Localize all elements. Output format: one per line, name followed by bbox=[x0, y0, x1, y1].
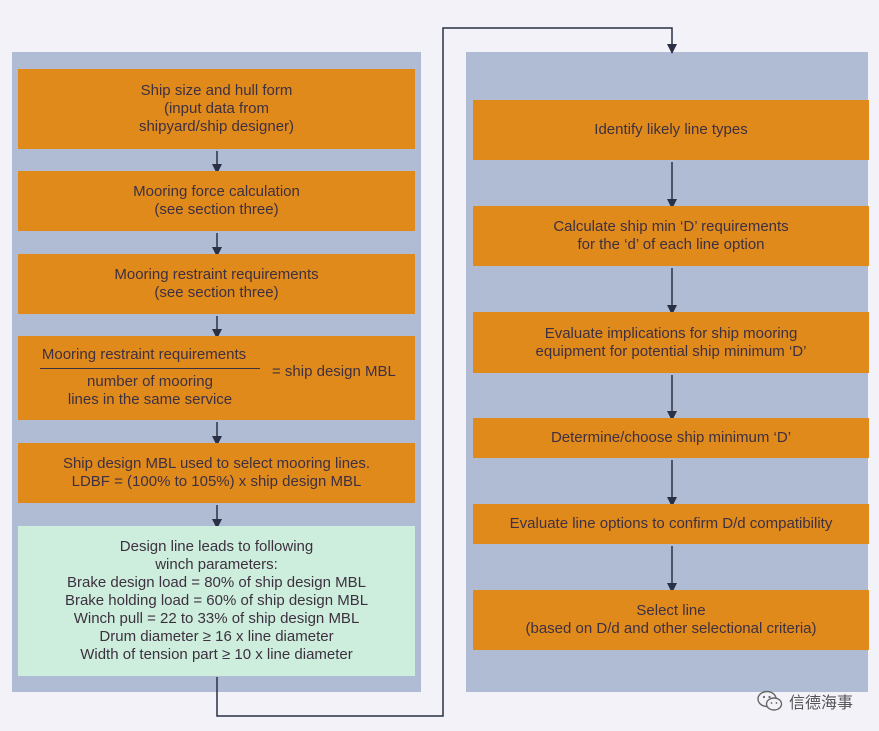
wechat-icon bbox=[757, 690, 783, 711]
fraction-numerator: Mooring restraint requirements bbox=[39, 346, 261, 369]
watermark: 信德海事 bbox=[757, 689, 853, 713]
mbl-select-line-1: Ship design MBL used to select mooring l… bbox=[62, 455, 371, 472]
winch-line-6: Drum diameter ≥ 16 x line diameter bbox=[99, 628, 334, 645]
mbl-formula-box: Mooring restraint requirements number of… bbox=[18, 336, 415, 420]
mooring-force-line-1: Mooring force calculation bbox=[133, 183, 300, 200]
restraint-requirements-box: Mooring restraint requirements (see sect… bbox=[18, 254, 415, 314]
select-line-2: (based on D/d and other selectional crit… bbox=[525, 620, 817, 637]
choose-min-d-box: Determine/choose ship minimum ‘D’ bbox=[473, 418, 869, 458]
winch-line-3: Brake design load = 80% of ship design M… bbox=[67, 574, 366, 591]
ship-size-line-1: Ship size and hull form bbox=[140, 82, 293, 99]
restraint-line-1: Mooring restraint requirements bbox=[114, 266, 319, 283]
choose-line-1: Determine/choose ship minimum ‘D’ bbox=[550, 429, 792, 446]
identify-line-1: Identify likely line types bbox=[594, 121, 748, 138]
ship-size-line-3: shipyard/ship designer) bbox=[138, 118, 295, 135]
evaluate-line-options-box: Evaluate line options to confirm D/d com… bbox=[473, 504, 869, 544]
winch-line-2: winch parameters: bbox=[155, 556, 278, 573]
calculate-line-1: Calculate ship min ‘D’ requirements bbox=[553, 218, 789, 235]
ship-size-box: Ship size and hull form (input data from… bbox=[18, 69, 415, 149]
winch-line-4: Brake holding load = 60% of ship design … bbox=[64, 592, 369, 609]
fraction-denominator: number of mooring lines in the same serv… bbox=[68, 369, 232, 409]
ship-size-line-2: (input data from bbox=[163, 100, 270, 117]
calculate-min-d-box: Calculate ship min ‘D’ requirements for … bbox=[473, 206, 869, 266]
winch-line-7: Width of tension part ≥ 10 x line diamet… bbox=[80, 646, 353, 663]
winch-parameters-box: Design line leads to following winch par… bbox=[18, 526, 415, 676]
watermark-text: 信德海事 bbox=[788, 693, 853, 712]
evaluate-options-line-1: Evaluate line options to confirm D/d com… bbox=[509, 515, 833, 532]
mbl-select-line-2: LDBF = (100% to 105%) x ship design MBL bbox=[71, 473, 362, 490]
evaluate-implications-box: Evaluate implications for ship mooring e… bbox=[473, 312, 869, 373]
identify-line-types-box: Identify likely line types bbox=[473, 100, 869, 160]
implications-line-1: Evaluate implications for ship mooring bbox=[544, 324, 798, 342]
denominator-line-1: number of mooring bbox=[87, 373, 213, 390]
calculate-line-2: for the ‘d’ of each line option bbox=[577, 236, 765, 253]
fraction-result: = ship design MBL bbox=[272, 363, 396, 380]
select-line-1: Select line bbox=[636, 602, 706, 619]
select-line-box: Select line (based on D/d and other sele… bbox=[473, 590, 869, 650]
mooring-force-box: Mooring force calculation (see section t… bbox=[18, 171, 415, 231]
denominator-line-2: lines in the same service bbox=[67, 391, 233, 408]
mbl-select-box: Ship design MBL used to select mooring l… bbox=[18, 443, 415, 503]
implications-line-2: equipment for potential ship minimum ‘D’ bbox=[535, 342, 807, 360]
mooring-force-line-2: (see section three) bbox=[154, 201, 279, 218]
restraint-line-2: (see section three) bbox=[154, 284, 279, 301]
winch-line-5: Winch pull = 22 to 33% of ship design MB… bbox=[73, 610, 360, 627]
mbl-fraction: Mooring restraint requirements number of… bbox=[32, 346, 268, 409]
winch-line-1: Design line leads to following bbox=[119, 538, 314, 555]
